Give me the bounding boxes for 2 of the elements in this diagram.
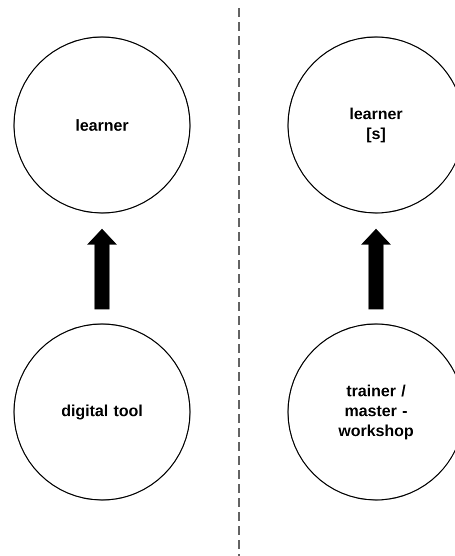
- circle-node: digital tool: [13, 323, 191, 501]
- circle-node: learner: [13, 36, 191, 214]
